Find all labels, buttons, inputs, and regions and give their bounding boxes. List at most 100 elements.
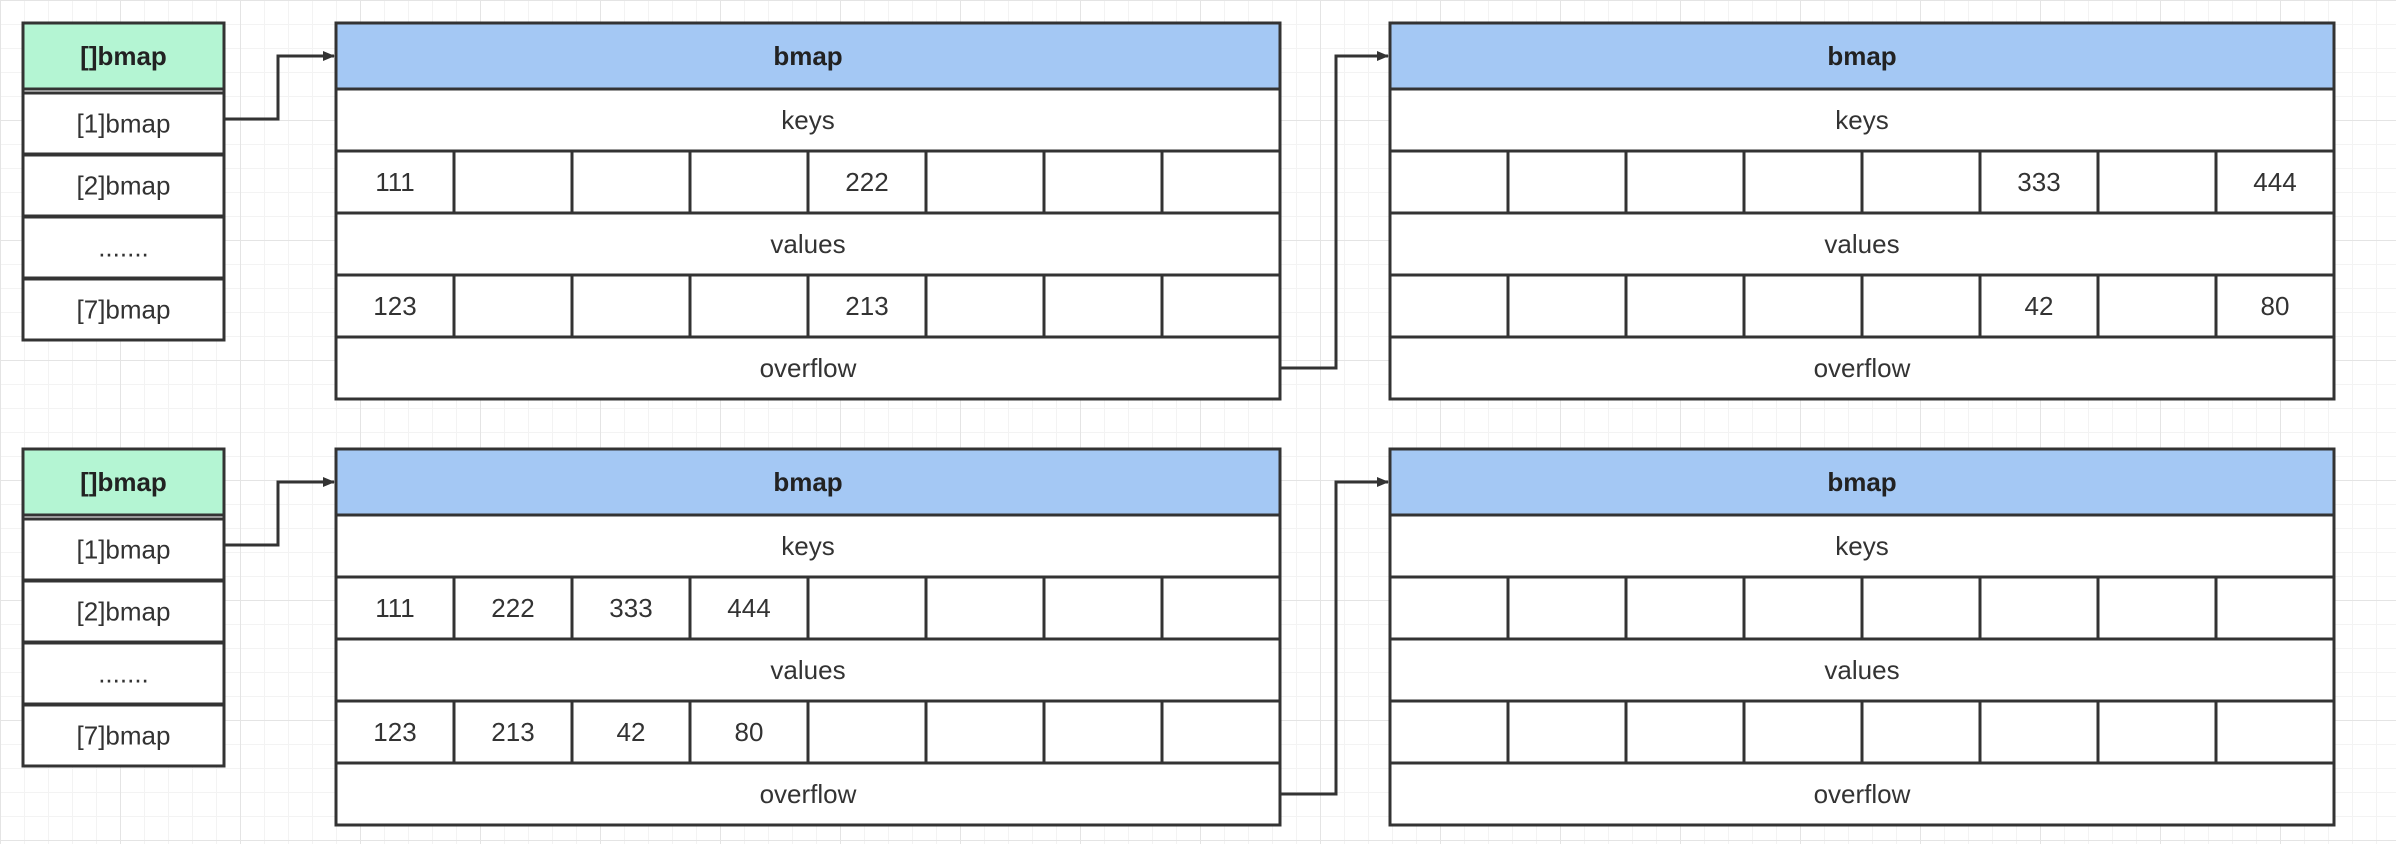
value-slot bbox=[1506, 699, 1628, 765]
array-item bbox=[21, 517, 226, 582]
key-slot bbox=[924, 575, 1046, 641]
value-slot bbox=[1506, 273, 1628, 339]
key-slot-value: 333 bbox=[609, 593, 652, 623]
array-item-label: [7]bmap bbox=[77, 721, 171, 751]
array-to-bucket-arrow bbox=[224, 477, 335, 547]
overflow-row bbox=[334, 335, 1282, 401]
key-slot bbox=[2214, 575, 2336, 641]
key-slot-value: 111 bbox=[375, 593, 415, 623]
value-slot bbox=[1388, 699, 1510, 765]
key-slot-value: 222 bbox=[845, 167, 888, 197]
overflow-row bbox=[1388, 761, 2336, 827]
keys-label: keys bbox=[1835, 105, 1888, 135]
values-row bbox=[334, 637, 1282, 703]
value-slot-value: 80 bbox=[2261, 291, 2290, 321]
bucket-header bbox=[1388, 447, 2336, 517]
key-slot bbox=[1978, 149, 2100, 215]
values-row bbox=[1388, 211, 2336, 277]
key-slot bbox=[570, 575, 692, 641]
key-slot bbox=[1978, 575, 2100, 641]
value-slot bbox=[570, 273, 692, 339]
array-header-label: []bmap bbox=[80, 41, 167, 71]
bucket-title: bmap bbox=[773, 41, 842, 71]
key-slot bbox=[334, 575, 456, 641]
value-slot bbox=[1042, 699, 1164, 765]
key-slot bbox=[1860, 149, 1982, 215]
keys-row bbox=[334, 513, 1282, 579]
value-slot bbox=[806, 273, 928, 339]
overflow-label: overflow bbox=[760, 779, 857, 809]
array-item bbox=[21, 91, 226, 156]
key-slot bbox=[806, 575, 928, 641]
value-slot bbox=[334, 699, 456, 765]
value-slot bbox=[1742, 699, 1864, 765]
values-label: values bbox=[1824, 229, 1899, 259]
value-slot bbox=[1624, 699, 1746, 765]
key-slot bbox=[1506, 575, 1628, 641]
keys-label: keys bbox=[781, 105, 834, 135]
bucket-title: bmap bbox=[1827, 467, 1896, 497]
key-slot bbox=[2096, 575, 2218, 641]
array-header-label: []bmap bbox=[80, 467, 167, 497]
array-item bbox=[21, 703, 226, 768]
array-header bbox=[21, 447, 226, 517]
array-item-label: [1]bmap bbox=[77, 109, 171, 139]
key-slot bbox=[1042, 149, 1164, 215]
key-slot bbox=[1388, 149, 1510, 215]
value-slot bbox=[1860, 273, 1982, 339]
keys-row bbox=[334, 87, 1282, 153]
value-slot bbox=[1388, 273, 1510, 339]
value-slot-value: 123 bbox=[373, 717, 416, 747]
value-slot-value: 123 bbox=[373, 291, 416, 321]
key-slot bbox=[1160, 149, 1282, 215]
key-slot bbox=[1742, 149, 1864, 215]
value-slot bbox=[1160, 699, 1282, 765]
key-slot bbox=[688, 149, 810, 215]
key-slot bbox=[452, 575, 574, 641]
bucket-header bbox=[334, 21, 1282, 91]
bucket-title: bmap bbox=[1827, 41, 1896, 71]
array-item bbox=[21, 641, 226, 706]
overflow-row bbox=[334, 761, 1282, 827]
values-row bbox=[1388, 637, 2336, 703]
key-slot-value: 111 bbox=[375, 167, 415, 197]
value-slot-value: 42 bbox=[617, 717, 646, 747]
array-item-label: [7]bmap bbox=[77, 295, 171, 325]
value-slot-value: 213 bbox=[491, 717, 534, 747]
overflow-arrow bbox=[1280, 51, 1389, 370]
value-slot bbox=[570, 699, 692, 765]
key-slot bbox=[806, 149, 928, 215]
value-slot bbox=[924, 699, 1046, 765]
key-slot bbox=[1624, 575, 1746, 641]
key-slot-value: 222 bbox=[491, 593, 534, 623]
value-slot bbox=[1042, 273, 1164, 339]
value-slot bbox=[2096, 699, 2218, 765]
value-slot bbox=[1860, 699, 1982, 765]
key-slot bbox=[2214, 149, 2336, 215]
array-item-label: ....... bbox=[98, 233, 149, 263]
overflow-row bbox=[1388, 335, 2336, 401]
key-slot bbox=[1624, 149, 1746, 215]
array-header bbox=[21, 21, 226, 91]
key-slot bbox=[1742, 575, 1864, 641]
keys-label: keys bbox=[1835, 531, 1888, 561]
array-to-bucket-arrow bbox=[224, 51, 335, 121]
value-slot bbox=[2096, 273, 2218, 339]
overflow-label: overflow bbox=[760, 353, 857, 383]
keys-label: keys bbox=[781, 531, 834, 561]
value-slot-value: 80 bbox=[735, 717, 764, 747]
value-slot-value: 213 bbox=[845, 291, 888, 321]
keys-row bbox=[1388, 513, 2336, 579]
value-slot bbox=[1160, 273, 1282, 339]
key-slot bbox=[1860, 575, 1982, 641]
keys-row bbox=[1388, 87, 2336, 153]
key-slot-value: 444 bbox=[2253, 167, 2296, 197]
key-slot bbox=[1042, 575, 1164, 641]
overflow-label: overflow bbox=[1814, 353, 1911, 383]
bucket-title: bmap bbox=[773, 467, 842, 497]
bmap-array: []bmap[0]bmap[1]bmap[2]bmap.......[7]bma… bbox=[21, 447, 226, 768]
key-slot bbox=[924, 149, 1046, 215]
